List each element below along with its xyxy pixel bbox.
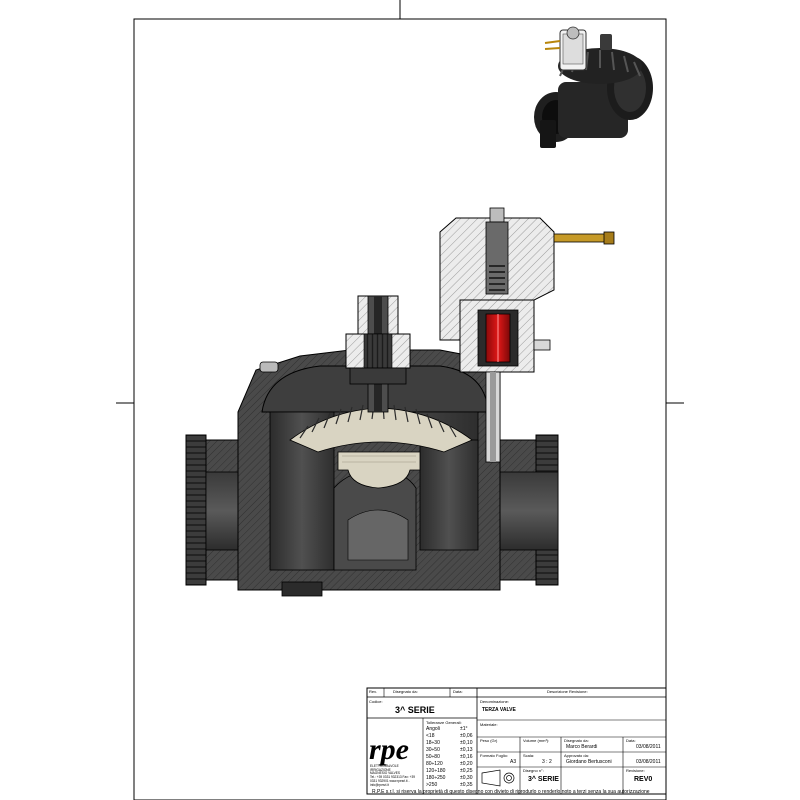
tolleranze-title: Tolleranze Generali:	[426, 720, 462, 725]
bleed-screw	[259, 361, 279, 373]
data-value-1: 03/08/2011	[636, 744, 661, 750]
diaphragm-plate	[337, 451, 421, 489]
date-header: Data:	[453, 689, 463, 694]
tolerance-row: >250±0,35	[426, 782, 473, 788]
volume-label: Volume (mm³):	[523, 738, 550, 743]
scala-label: Scala:	[523, 753, 535, 758]
tolerance-row: 50÷80±0,16	[426, 754, 473, 760]
outlet-chamber	[419, 439, 479, 551]
ownership-footer: R.P.E s.r.l. si riserva la proprietà di …	[372, 789, 650, 795]
scala-value: 3 : 2	[542, 759, 552, 765]
revisione-label: Revisione:	[626, 768, 645, 773]
disegno-value: 3^ SERIE	[528, 776, 559, 783]
tolerance-table: Angoli±1° <18±0,06 18÷30±0,10 30÷50±0,13…	[426, 727, 476, 790]
disegnato-label: Disegnato da:	[564, 738, 589, 743]
diaphragm	[289, 407, 473, 453]
drain-plug	[281, 581, 323, 597]
inlet-thread	[185, 434, 207, 586]
revisione-value: REV0	[634, 776, 653, 783]
formato-label: Formato Foglio:	[480, 753, 509, 758]
tolerance-row: 18÷30±0,10	[426, 740, 473, 746]
tolerance-row: Angoli±1°	[426, 726, 468, 732]
materiale-label: Materiale:	[480, 722, 498, 727]
plunger-spring	[489, 265, 505, 291]
tolerance-row: 30÷50±0,13	[426, 747, 473, 753]
tolerance-row: <18±0,06	[426, 733, 473, 739]
approvato-label: Approvato da:	[564, 753, 589, 758]
designed-by-header: Disegnato da:	[393, 689, 418, 694]
disegno-label: Disegno n°:	[523, 768, 544, 773]
terminal-pin	[553, 233, 611, 243]
company-tagline: ELETTROVALVOLE IRRIGAZIONE MAGNESIO VALV…	[370, 764, 400, 776]
data-label: Data:	[626, 738, 636, 743]
denominazione-value: TERZA VALVE	[482, 707, 516, 713]
projection-symbol-icon	[481, 769, 515, 787]
company-contacts: Tel.: +39 0331 932313 Fax: +39 0331 9329…	[370, 775, 416, 787]
valve-cross-section	[185, 207, 615, 597]
company-logo: rpe	[369, 733, 409, 766]
title-block-grid	[366, 687, 667, 795]
disegnato-value: Marco Berardi	[566, 744, 598, 750]
valve-3d-thumbnail	[534, 26, 653, 148]
formato-value: A3	[510, 759, 517, 765]
denominazione-label: Denominazione:	[480, 699, 509, 704]
tolerance-row: 80÷120±0,20	[426, 761, 473, 767]
codice-value: 3^ SERIE	[395, 705, 435, 715]
data-value-2: 03/08/2011	[636, 759, 661, 765]
svg-text:rpe: rpe	[369, 733, 409, 766]
peso-label: Peso (Gr)	[480, 738, 498, 743]
rev-header: Rev.	[369, 689, 377, 694]
tolerance-row: 120÷180±0,25	[426, 768, 473, 774]
revision-desc-header: Descrizione Revisione:	[547, 689, 588, 694]
approvato-value: Giordano Bertusconi	[566, 759, 612, 765]
codice-label: Codice:	[369, 699, 383, 704]
tolerance-row: 180÷250±0,30	[426, 775, 473, 781]
